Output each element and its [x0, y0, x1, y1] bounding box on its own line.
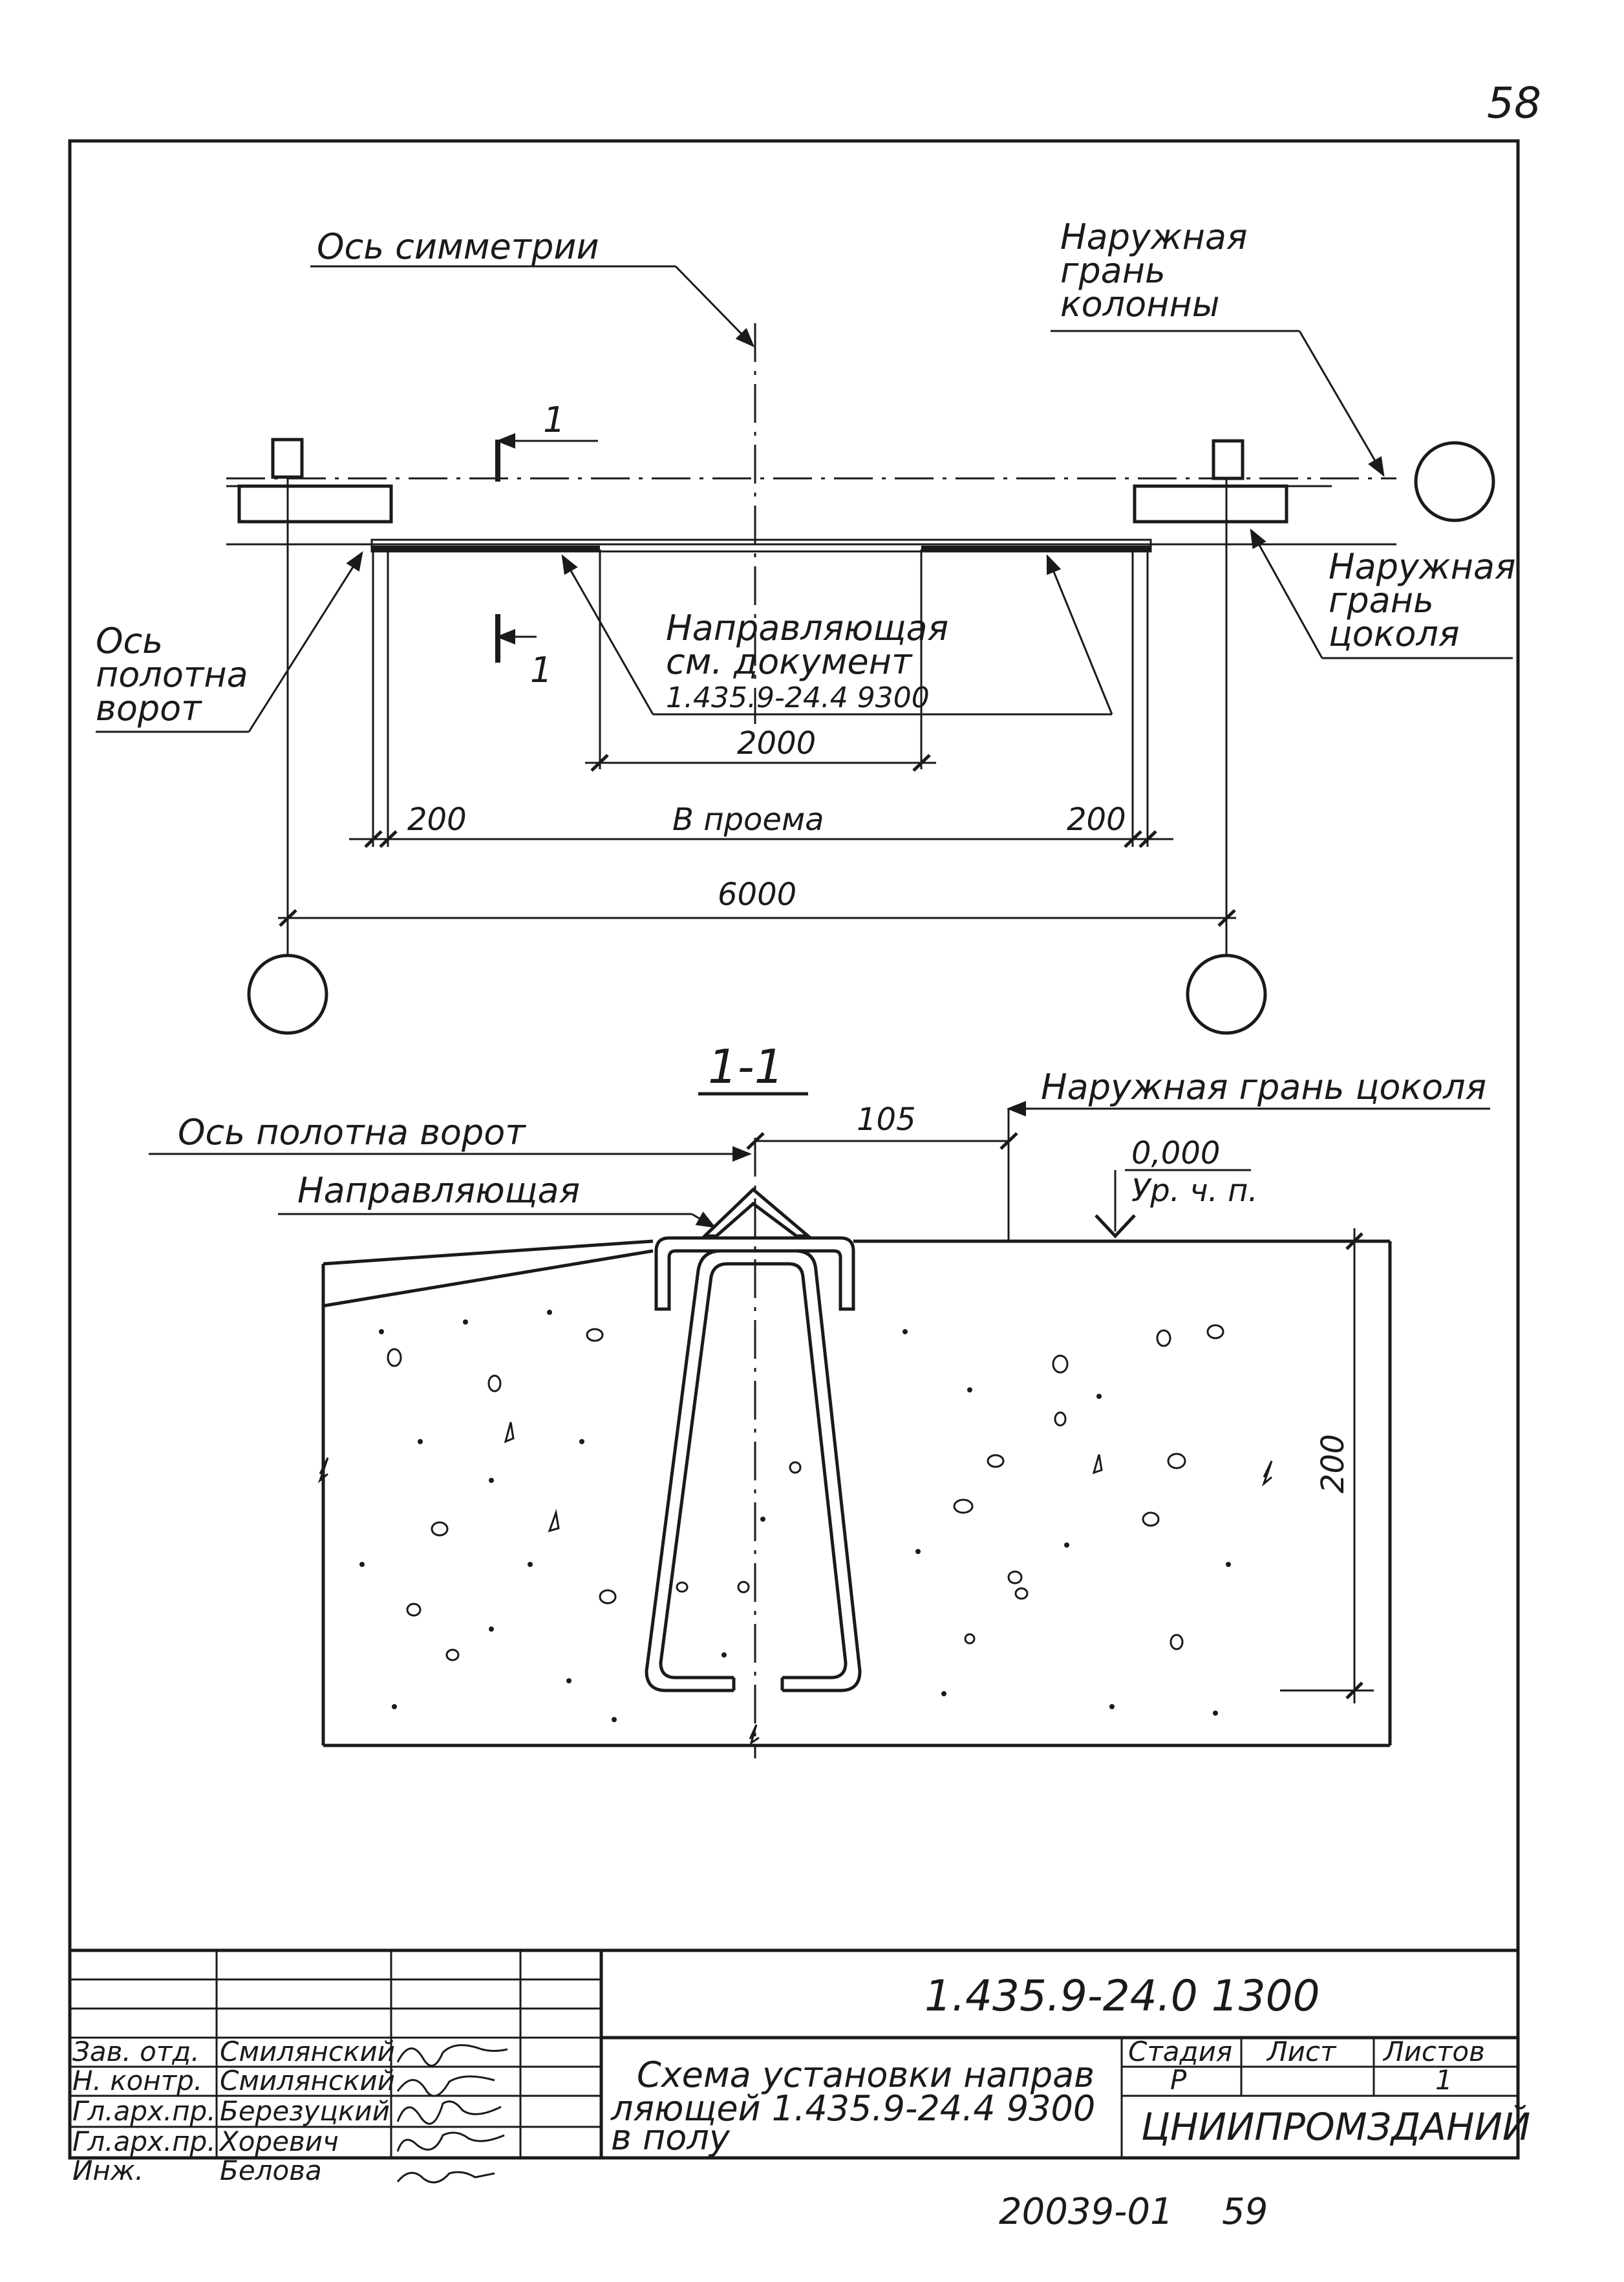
drawing-frame: [68, 139, 1520, 2160]
role-1: Зав. отд.: [72, 2036, 200, 2067]
concrete-texture: [387, 1324, 1224, 1661]
plan-view: 1 1 Ось симметрии Наружная грань колонны…: [96, 217, 1515, 1035]
plan-plinth-right: [1133, 484, 1288, 524]
plan-dim-left: 200: [407, 802, 467, 838]
section-level-value: 0,000: [1131, 1135, 1220, 1171]
section-channel: [654, 1236, 855, 1311]
plan-column-face-label-2: грань: [1060, 250, 1166, 291]
plan-guide-label-3: 1.435.9-24.4 9300: [666, 681, 930, 714]
plan-dim-total: 6000: [718, 877, 796, 913]
plan-dim-opening: B проема: [672, 802, 824, 838]
stage-header: Стадия: [1128, 2036, 1232, 2067]
section-view: 1-1 Наружная грань цоколя Ось полотна во…: [149, 1040, 1490, 1758]
signatures: [396, 2044, 508, 2184]
drawing-title-3: в полу: [611, 2117, 731, 2158]
plan-section-mark-bottom: 1: [530, 650, 552, 690]
section-anchor-inner: [659, 1262, 848, 1680]
name-4: Хоревич: [219, 2126, 339, 2157]
doc-code: 1.435.9-24.0 1300: [924, 1971, 1320, 2021]
section-level-label: Ур. ч. п.: [1131, 1173, 1258, 1209]
title-block: 1.435.9-24.0 1300 Схема установки направ…: [70, 1948, 1530, 2186]
role-2: Н. контр.: [72, 2065, 202, 2096]
sheet-number: 58: [1487, 78, 1541, 128]
plan-plinth-face-label-2: грань: [1329, 580, 1434, 621]
plan-column-left-bottom: [247, 954, 328, 1035]
plan-gate-axis-label-1: Ось: [96, 621, 163, 661]
name-3: Березуцкий: [220, 2095, 390, 2127]
stage-value: Р: [1170, 2064, 1187, 2096]
section-guide-label: Направляющая: [297, 1170, 580, 1211]
plan-plinth-left: [237, 484, 393, 524]
name-1: Смилянский: [220, 2036, 395, 2067]
section-gate-axis-label: Ось полотна ворот: [178, 1112, 526, 1153]
plan-column-face-label-1: Наружная: [1060, 217, 1247, 257]
plan-dim-guide: 2000: [737, 725, 816, 762]
section-title: 1-1: [708, 1040, 784, 1094]
plan-guide-label-1: Направляющая: [666, 608, 948, 648]
plan-axis-symmetry-label: Ось симметрии: [317, 226, 599, 267]
plan-plinth-face-label-1: Наружная: [1329, 546, 1515, 587]
page-number: 59: [1222, 2191, 1268, 2233]
plan-plinth-face-label-3: цоколя: [1329, 613, 1459, 654]
concrete-dots: [359, 1310, 1231, 1722]
section-anchor-outer: [645, 1249, 862, 1692]
sheet-header: Лист: [1266, 2036, 1337, 2067]
plan-post-right: [1212, 439, 1245, 480]
section-dim-depth: 200: [1315, 1434, 1351, 1493]
plan-gate-axis-label-2: полотна: [96, 654, 248, 695]
plan-gate-axis-label-3: ворот: [96, 688, 202, 729]
drawing-title-1: Схема установки направ: [637, 2054, 1095, 2095]
name-5: Белова: [220, 2155, 322, 2186]
section-dim-offset: 105: [857, 1102, 916, 1138]
plan-guide-label-2: см. документ: [666, 641, 913, 682]
plan-column-right-bottom: [1186, 954, 1267, 1035]
plan-column-right-top: [1414, 441, 1495, 522]
archive-number: 20039-01: [999, 2191, 1173, 2233]
role-3: Гл.арх.пр.: [72, 2095, 216, 2127]
sheets-value: 1: [1435, 2064, 1453, 2096]
plan-column-face-label-3: колонны: [1060, 284, 1219, 325]
organization: ЦНИИПРОМЗДАНИЙ: [1141, 2104, 1530, 2149]
sheets-header: Листов: [1382, 2036, 1485, 2067]
plan-dim-right: 200: [1067, 802, 1126, 838]
section-plinth-face-label: Наружная грань цоколя: [1041, 1067, 1486, 1107]
role-5: Инж.: [72, 2155, 144, 2186]
plan-post-left: [271, 438, 304, 479]
name-2: Смилянский: [220, 2065, 395, 2096]
drawing-title-2: ляющей 1.435.9-24.4 9300: [610, 2088, 1095, 2129]
role-4: Гл.арх.пр.: [72, 2126, 216, 2157]
section-guide-angle: [700, 1187, 813, 1238]
plan-section-mark-top: 1: [543, 400, 565, 440]
